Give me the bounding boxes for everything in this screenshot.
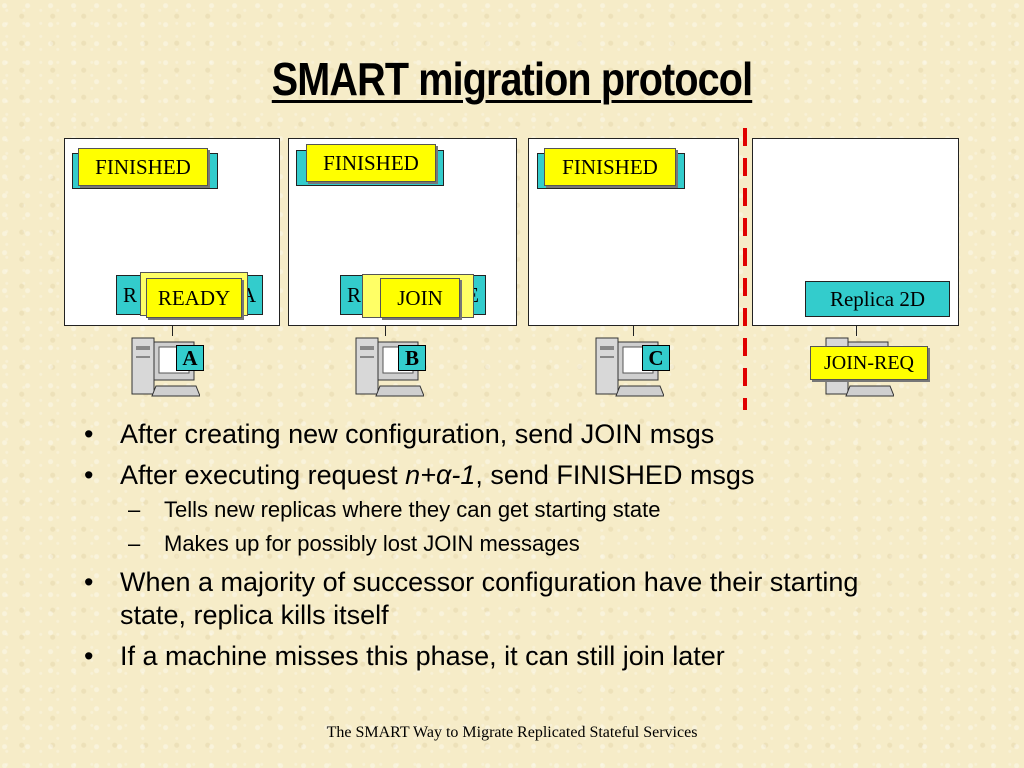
machine-label-a: A — [176, 345, 204, 371]
slide-title: SMART migration protocol — [271, 53, 753, 105]
computer-icon-b — [355, 337, 424, 397]
ready-message: READY — [146, 278, 242, 318]
bullet-list: After creating new configuration, send J… — [84, 418, 984, 681]
bullet-item: After executing request n+α-1, send FINI… — [84, 459, 984, 558]
bullet-item: If a machine misses this phase, it can s… — [84, 640, 984, 673]
sub-bullet-item: Tells new replicas where they can get st… — [120, 496, 984, 524]
finished-note-a: FINISHED — [78, 148, 208, 186]
sub-bullet-item: Makes up for possibly lost JOIN messages — [120, 530, 984, 558]
sub-bullet-list: Tells new replicas where they can get st… — [120, 496, 984, 558]
replica-2d-label: Replica 2D — [805, 281, 950, 317]
join-message: JOIN — [380, 278, 460, 318]
finished-note-c: FINISHED — [544, 148, 676, 186]
replica-label-a-left: R — [123, 282, 138, 307]
replica-label-b-left: R — [347, 282, 362, 307]
connector-b — [385, 326, 386, 336]
connector-d — [856, 326, 857, 336]
bullet-item: After creating new configuration, send J… — [84, 418, 984, 451]
machine-label-c: C — [642, 345, 670, 371]
finished-note-b: FINISHED — [306, 144, 436, 182]
request-formula: n+α-1 — [405, 460, 476, 490]
slide-footer: The SMART Way to Migrate Replicated Stat… — [326, 724, 698, 741]
computer-icon-a — [131, 337, 200, 397]
connector-a — [172, 326, 173, 336]
connector-c — [633, 326, 634, 336]
bullet-item: When a majority of successor configurati… — [84, 566, 900, 632]
machine-label-b: B — [398, 345, 426, 371]
join-req-message: JOIN-REQ — [810, 346, 928, 380]
migration-divider — [743, 128, 747, 410]
